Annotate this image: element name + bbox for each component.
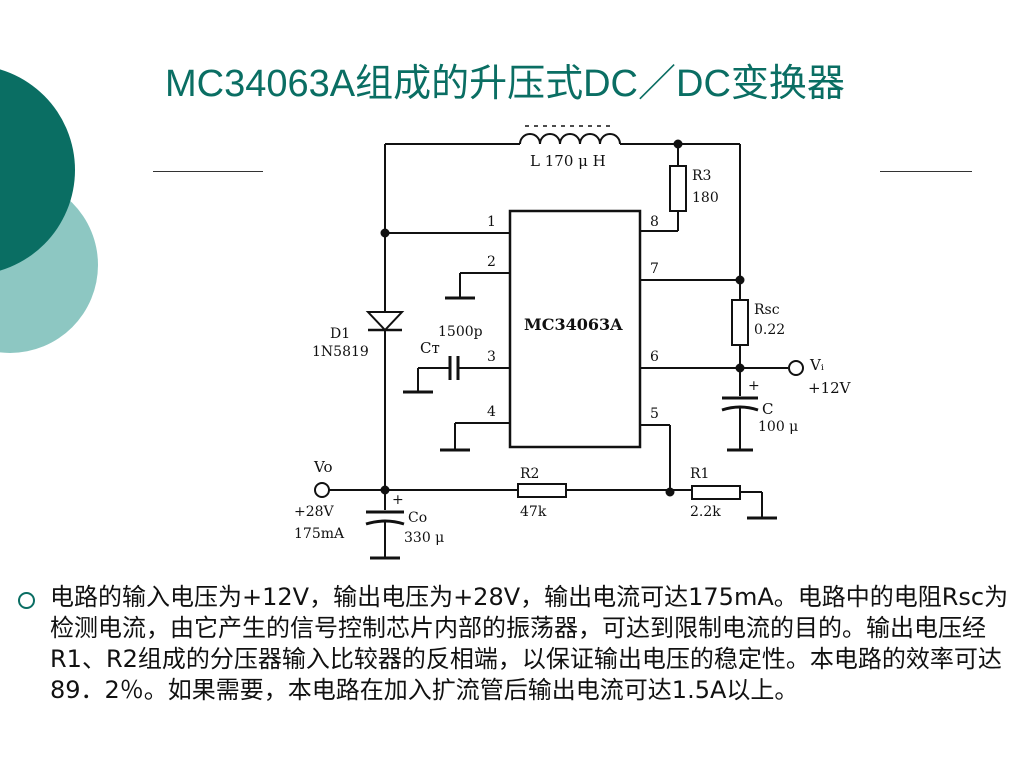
- pin-1-number: 1: [487, 214, 496, 230]
- d1-diode: [365, 311, 405, 332]
- r3-name: R3: [692, 168, 711, 184]
- inductor: [519, 133, 621, 145]
- ct-value: 1500p: [438, 324, 483, 340]
- ic-label: MC34063A: [524, 315, 623, 334]
- c-cap-plate-bottom: [721, 405, 759, 412]
- d1-part: 1N5819: [312, 344, 369, 360]
- pin-8-number: 8: [650, 214, 659, 230]
- pin-2-number: 2: [487, 254, 496, 270]
- pin-7-number: 7: [650, 261, 659, 277]
- inductor-label: L 170 μ H: [530, 152, 606, 170]
- pin-4-number: 4: [487, 404, 496, 420]
- rsc-resistor: [731, 299, 749, 346]
- r3-resistor: [669, 165, 687, 212]
- co-cap-plate-bottom: [365, 519, 405, 526]
- co-name: Co: [408, 510, 427, 526]
- r2-value: 47k: [520, 504, 547, 520]
- rsc-value: 0.22: [754, 322, 785, 338]
- vo-current: 175mA: [294, 526, 345, 542]
- decorative-circles: [0, 69, 98, 353]
- c-plus: +: [748, 378, 760, 394]
- rsc-name: Rsc: [754, 302, 780, 318]
- r3-value: 180: [692, 190, 719, 206]
- r2-name: R2: [520, 466, 539, 482]
- vi-value: +12V: [808, 379, 852, 397]
- circuit-schematic: MC34063A L 170 μ H 1 R3 180 8 7 Rsc 0.22…: [294, 125, 852, 560]
- body-paragraph: 电路的输入电压为+12V，输出电压为+28V，输出电流可达175mA。电路中的电…: [50, 583, 1009, 704]
- pin-3-number: 3: [487, 349, 496, 365]
- d1-name: D1: [330, 326, 350, 342]
- r2-resistor: [517, 483, 567, 498]
- pin-5-number: 5: [650, 406, 659, 422]
- vi-label: Vᵢ: [809, 356, 824, 374]
- ic-chip: [508, 209, 642, 449]
- co-plus: +: [392, 492, 404, 508]
- r1-name: R1: [690, 466, 709, 482]
- c-value: 100 μ: [758, 419, 798, 435]
- title-rule-left: [153, 171, 263, 172]
- vo-label: Vo: [313, 458, 333, 476]
- r1-resistor: [691, 485, 741, 500]
- vo-terminal: [314, 482, 330, 498]
- co-value: 330 μ: [404, 530, 444, 546]
- title-rule-right: [880, 171, 972, 172]
- pin-6-number: 6: [650, 349, 659, 365]
- r1-value: 2.2k: [690, 504, 721, 520]
- c-name: C: [762, 400, 773, 418]
- vo-value: +28V: [294, 504, 335, 520]
- vi-terminal: [788, 360, 804, 376]
- slide-title: MC34063A组成的升压式DC／DC变换器: [165, 63, 845, 105]
- bullet-icon: [18, 592, 35, 609]
- ct-name: Cт: [420, 339, 440, 357]
